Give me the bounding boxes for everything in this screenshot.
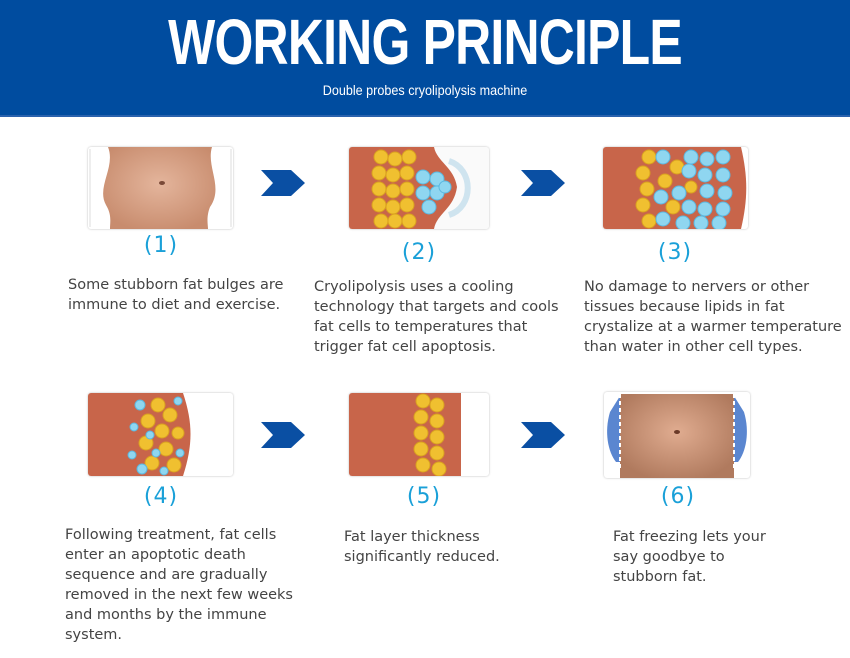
step-3-number: (3) <box>657 240 693 265</box>
step-4-description: Following treatment, fat cells enter an … <box>65 527 293 643</box>
step-2-image <box>349 147 489 229</box>
step-6-image <box>604 392 750 478</box>
page-title: WORKING PRINCIPLE <box>168 6 682 78</box>
step-5-number: (5) <box>406 484 442 509</box>
step-1-number: (1) <box>143 233 179 258</box>
page-subtitle: Double probes cryolipolysis machine <box>322 82 528 98</box>
header-banner: WORKING PRINCIPLE Double probes cryolipo… <box>0 0 850 117</box>
step-2-number: (2) <box>401 240 437 265</box>
step-1-image <box>88 147 233 229</box>
step-6-description: Fat freezing lets your say goodbye to st… <box>613 529 766 585</box>
step-2-description: Cryolipolysis uses a cooling technology … <box>314 279 559 355</box>
step-1-description: Some stubborn fat bulges are immune to d… <box>68 277 284 313</box>
arrow-right-icon <box>261 170 305 196</box>
arrow-right-icon <box>521 170 565 196</box>
arrow-right-icon <box>521 422 565 448</box>
arrow-right-icon <box>261 422 305 448</box>
step-4-image <box>88 393 233 476</box>
step-6-number: (6) <box>660 484 696 509</box>
step-3-description: No damage to nervers or other tissues be… <box>584 279 842 355</box>
step-3-image <box>603 147 748 229</box>
step-5-description: Fat layer thickness significantly reduce… <box>344 529 500 565</box>
step-4-number: (4) <box>143 484 179 509</box>
step-5-image <box>349 393 489 476</box>
